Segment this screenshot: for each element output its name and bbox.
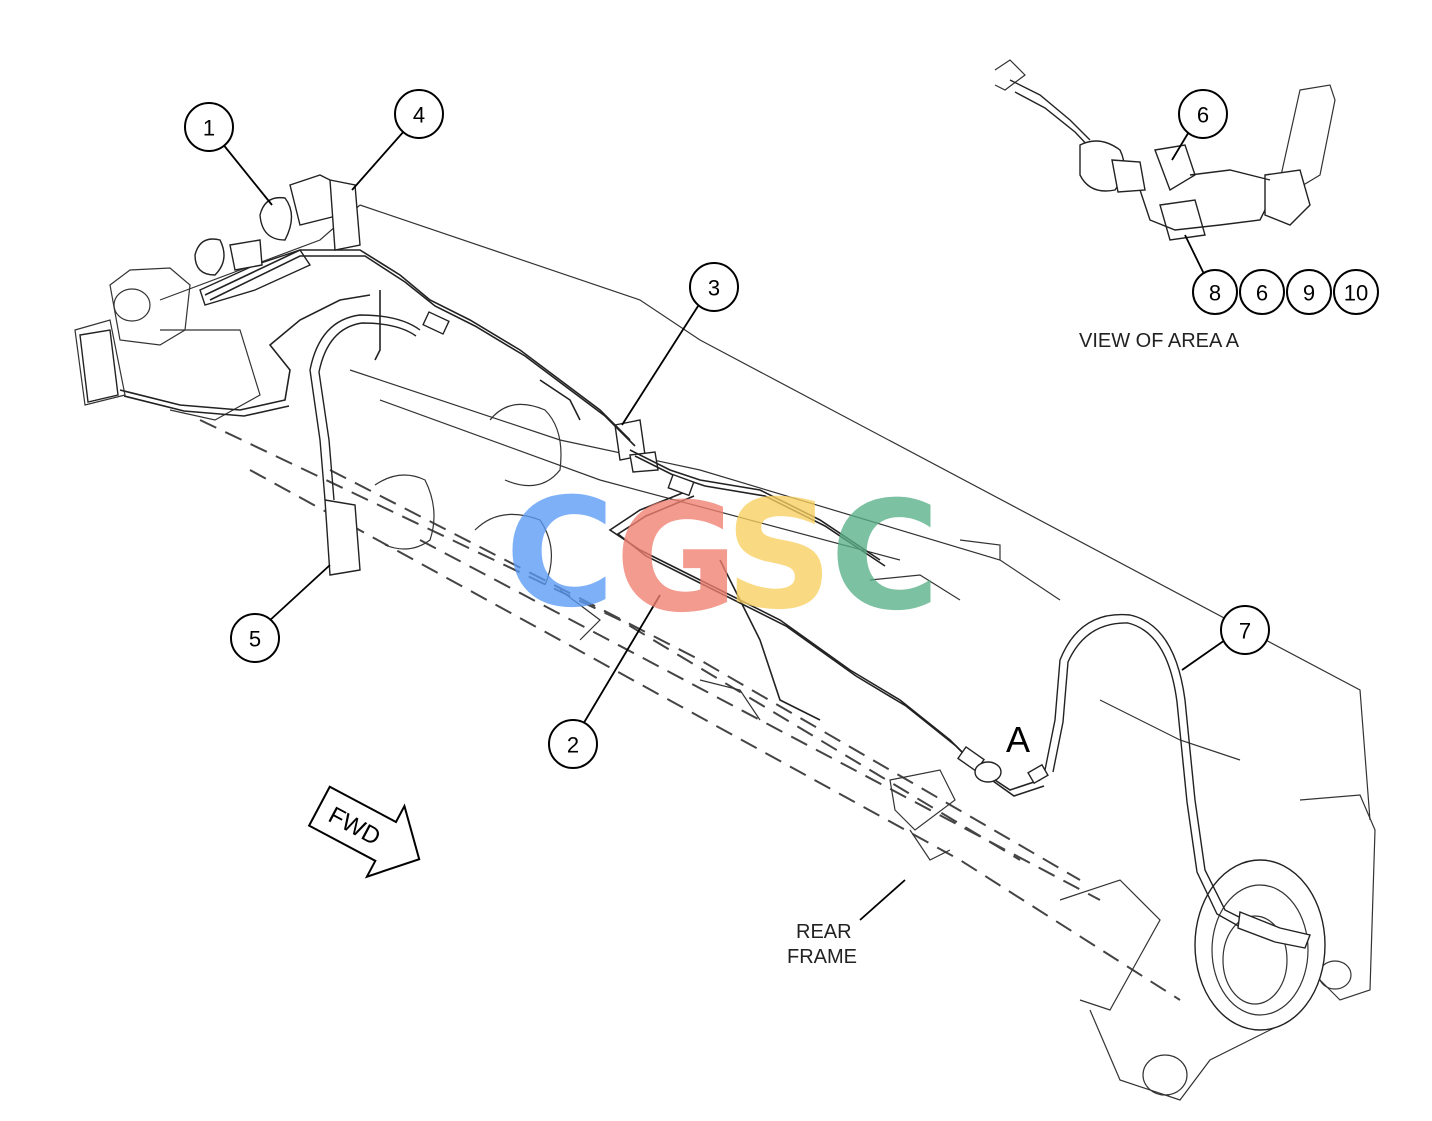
watermark-letter-4: C [830,470,940,644]
watermark-logo: C G S C [505,467,940,646]
area-marker: A [1006,719,1030,760]
rear-frame-drawing [74,204,1376,1101]
arrow-icon [307,785,421,879]
callout-balloon-4: 4 [394,89,444,139]
watermark-letter-2: G [615,472,738,646]
callout-balloon-5: 5 [230,613,280,663]
svg-text:9: 9 [1303,281,1315,306]
callout-balloon-8: 8 [1192,269,1238,315]
svg-text:1: 1 [203,116,215,141]
callout-balloon-6-secondary: 6 [1239,269,1285,315]
leader-lines [221,129,1226,921]
rear-frame-label-line2: FRAME [787,946,857,968]
callout-balloon-3: 3 [689,262,739,312]
watermark-letter-1: C [505,467,615,641]
wiring-harness [79,174,1311,949]
svg-text:7: 7 [1239,619,1251,644]
callout-balloon-9: 9 [1286,269,1332,315]
callout-balloon-2: 2 [548,719,598,769]
view-area-a-drawing [994,59,1336,241]
svg-text:3: 3 [708,276,720,301]
svg-text:6: 6 [1256,281,1268,306]
svg-text:8: 8 [1209,281,1221,306]
callout-balloon-1: 1 [184,102,234,152]
svg-text:2: 2 [567,733,579,758]
svg-text:5: 5 [249,627,261,652]
svg-text:10: 10 [1344,281,1368,306]
watermark-letter-3: S [725,469,833,643]
fwd-direction-arrow: FWD [307,785,421,879]
callout-balloon-7: 7 [1220,605,1270,655]
view-area-label: VIEW OF AREA A [1079,330,1240,352]
callout-balloon-6: 6 [1178,89,1228,139]
callout-balloon-10: 10 [1333,269,1379,315]
rear-frame-label-line1: REAR [796,921,852,943]
svg-text:6: 6 [1197,103,1209,128]
svg-text:4: 4 [413,103,425,128]
